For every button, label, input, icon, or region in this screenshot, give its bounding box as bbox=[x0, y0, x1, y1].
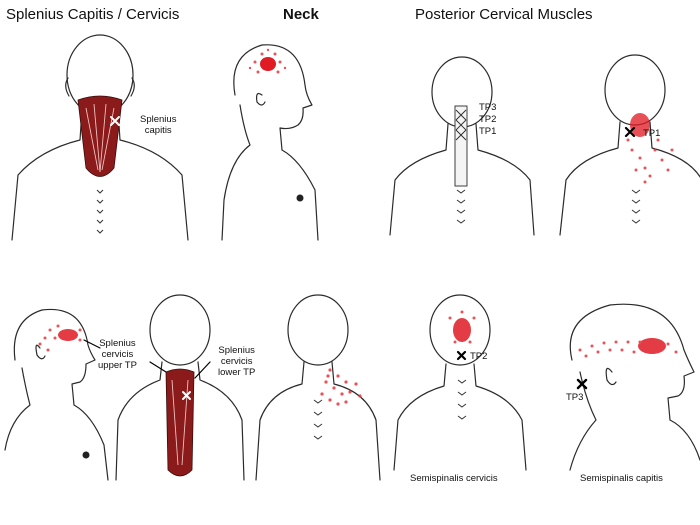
label-tp2-figure: TP2 bbox=[470, 351, 488, 362]
label-semispinalis-cervicis: Semispinalis cervicis bbox=[410, 473, 498, 484]
figure-splenius-cervicis-lower bbox=[255, 294, 381, 481]
label-line: lower TP bbox=[218, 367, 256, 378]
label-splenius-capitis: Splenius capitis bbox=[140, 114, 176, 136]
label-line: capitis bbox=[144, 125, 172, 136]
figure-splenius-capitis-side bbox=[221, 44, 319, 241]
figure-splenius-cervicis-side bbox=[4, 308, 109, 481]
vertex-pain-spillover bbox=[248, 48, 287, 74]
label-line: Splenius bbox=[140, 114, 177, 125]
label-splenius-cervicis-lower: Splenius cervicis lower TP bbox=[218, 345, 255, 378]
header-posterior-cervical: Posterior Cervical Muscles bbox=[415, 6, 593, 23]
label-semispinalis-capitis: Semispinalis capitis bbox=[580, 473, 663, 484]
figure-semispinalis-cervicis bbox=[393, 294, 527, 471]
figure-splenius-cervicis-back bbox=[115, 294, 245, 481]
label-line: cervicis bbox=[220, 356, 253, 367]
label-splenius-cervicis-upper: Splenius cervicis upper TP bbox=[98, 338, 137, 371]
label-line: Splenius bbox=[99, 338, 136, 349]
splenius-cervicis-muscle bbox=[165, 368, 195, 477]
occipital-pain-zone bbox=[448, 310, 476, 344]
label-line: Splenius bbox=[218, 345, 255, 356]
header-neck: Neck bbox=[283, 6, 319, 23]
header-splenius: Splenius Capitis / Cervicis bbox=[6, 6, 180, 23]
label-line: upper TP bbox=[98, 360, 137, 371]
label-tp2: TP2 bbox=[479, 114, 497, 125]
label-tp1: TP1 bbox=[479, 126, 497, 137]
label-tp-stack: TP3 TP2 TP1 bbox=[479, 102, 496, 138]
figure-semispinalis-tp-stack bbox=[389, 56, 535, 236]
figure-splenius-capitis-back bbox=[11, 34, 189, 241]
label-line: cervicis bbox=[101, 349, 134, 360]
vertex-pain-zone bbox=[260, 57, 276, 71]
figure-posterior-tp1 bbox=[559, 54, 700, 236]
tp1-pain-zone bbox=[626, 113, 674, 184]
splenius-cervicis-eye-pain bbox=[38, 324, 82, 352]
splenius-capitis-muscle bbox=[77, 95, 123, 177]
figure-semispinalis-capitis bbox=[569, 303, 700, 471]
shoulder-pain-zone bbox=[320, 368, 362, 406]
label-tp1-figure: TP1 bbox=[643, 128, 661, 139]
temple-pain-zone bbox=[578, 338, 678, 358]
label-tp3: TP3 bbox=[479, 102, 497, 113]
label-tp3-figure: TP3 bbox=[566, 392, 584, 403]
